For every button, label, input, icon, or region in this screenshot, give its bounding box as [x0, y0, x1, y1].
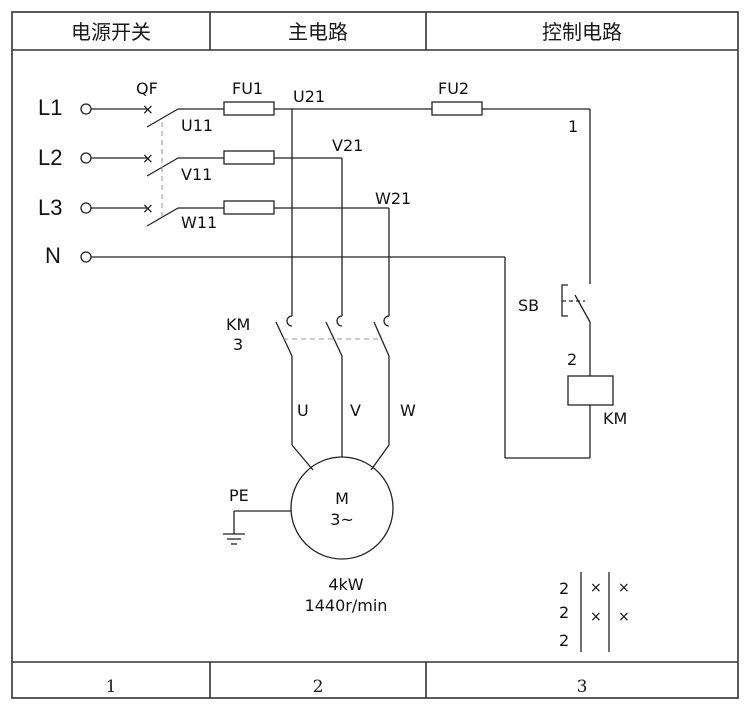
pushbutton-label-sb: SB	[518, 296, 539, 315]
motor-speed: 1440r/min	[305, 596, 388, 615]
motor-phase-v: V	[350, 401, 361, 420]
breaker-output-v11: V11	[181, 165, 212, 184]
line-label-l3: L3	[38, 195, 62, 220]
motor-symbol	[290, 456, 394, 560]
line-label-n: N	[45, 243, 61, 268]
line-label-l2: L2	[38, 145, 62, 170]
main-contacts-km	[275, 109, 390, 471]
motor-label-type: 3~	[330, 510, 354, 529]
motor-phase-w: W	[400, 401, 416, 420]
contact-table-mark: ×	[618, 609, 630, 625]
contact-table-count: 2	[559, 603, 569, 622]
breaker-qf: × × ×	[91, 102, 179, 227]
breaker-label-qf: QF	[136, 79, 158, 98]
fuse-fu1-l2	[223, 150, 275, 165]
contact-table-count: 2	[559, 631, 569, 650]
contactor-count: 3	[233, 335, 243, 354]
ground-label-pe: PE	[229, 486, 249, 505]
footer-column-3: 3	[577, 677, 588, 697]
header-control-circuit: 控制电路	[542, 20, 622, 44]
contactor-coil-label: KM	[603, 409, 627, 428]
breaker-output-u11: U11	[181, 116, 213, 135]
phase-conductors	[91, 108, 590, 258]
contact-table-count: 2	[559, 579, 569, 598]
node-label-w21: W21	[375, 189, 411, 208]
footer-column-2: 2	[313, 677, 324, 697]
node-label-2: 2	[567, 350, 577, 369]
node-label-u21: U21	[293, 87, 325, 106]
contact-table-mark: ×	[590, 580, 602, 596]
fuse-fu1-l3	[223, 200, 275, 215]
line-label-l1: L1	[38, 95, 62, 120]
terminal-l2	[80, 152, 92, 164]
contact-table-mark: ×	[618, 580, 630, 596]
terminal-n	[80, 251, 92, 263]
motor-phase-u: U	[297, 401, 309, 420]
svg-text:×: ×	[142, 151, 154, 167]
breaker-output-w11: W11	[181, 213, 217, 232]
pushbutton-sb	[561, 284, 585, 317]
fuse-fu2	[431, 101, 483, 116]
svg-text:×: ×	[142, 201, 154, 217]
header-power-switch: 电源开关	[71, 20, 151, 44]
fuse-label-fu2: FU2	[438, 79, 469, 98]
node-label-v21: V21	[332, 136, 363, 155]
contactor-label-km: KM	[226, 315, 250, 334]
fuse-label-fu1: FU1	[232, 79, 263, 98]
contact-table	[580, 572, 610, 652]
footer-column-1: 1	[106, 677, 117, 697]
node-label-1: 1	[568, 117, 578, 136]
svg-text:×: ×	[142, 102, 154, 118]
fuse-fu1-l1	[223, 101, 275, 116]
header-main-circuit: 主电路	[288, 20, 348, 44]
contact-table-mark: ×	[590, 609, 602, 625]
title-frame	[11, 11, 739, 699]
contactor-coil-km	[567, 375, 614, 406]
control-circuit-wiring	[504, 109, 591, 459]
terminal-l3	[80, 202, 92, 214]
motor-power: 4kW	[328, 575, 363, 594]
terminal-l1	[80, 103, 92, 115]
motor-label-m: M	[335, 489, 349, 508]
ground-symbol	[223, 510, 291, 545]
